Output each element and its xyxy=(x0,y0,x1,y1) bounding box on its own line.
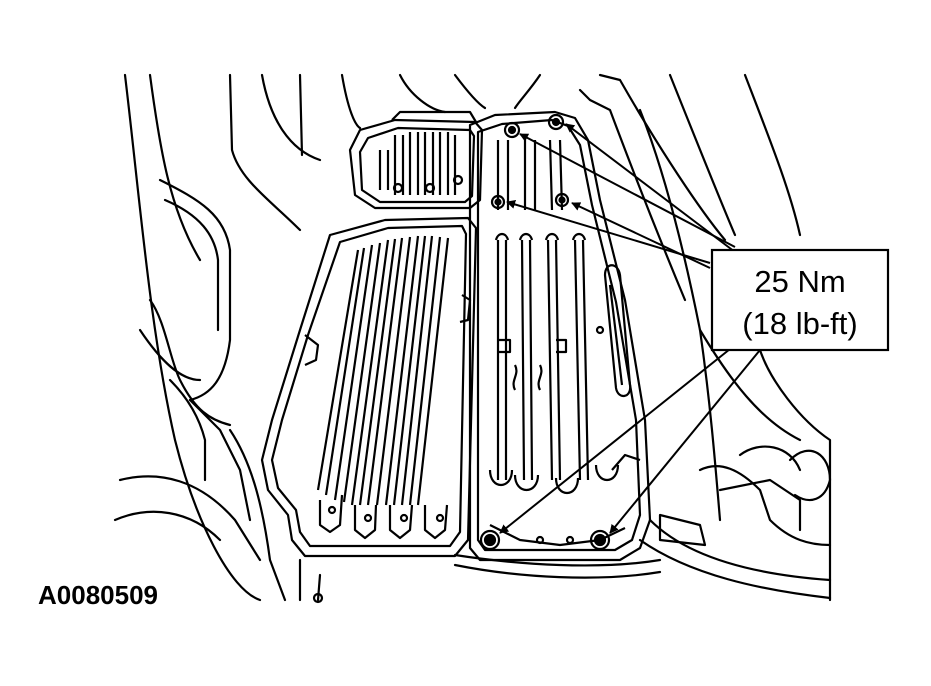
torque-value-lbft: (18 lb-ft) xyxy=(742,306,857,341)
leader-arrow-4 xyxy=(571,202,711,269)
bolt-bottom-left xyxy=(479,529,501,551)
bolt-bottom-right xyxy=(589,529,611,551)
leader-arrow-5 xyxy=(499,344,736,534)
upper-left-plate xyxy=(348,110,484,210)
bolt-mid-right xyxy=(554,192,570,208)
bolt-top-right xyxy=(547,113,565,131)
lower-left-plate xyxy=(260,216,478,558)
callout-box xyxy=(710,248,890,352)
torque-value-nm: 25 Nm xyxy=(754,264,845,299)
torque-callout: 25 Nm (18 lb-ft) xyxy=(710,248,890,352)
leader-arrow-1 xyxy=(519,133,736,248)
vehicle-body-right xyxy=(398,73,832,602)
vehicle-body-left xyxy=(113,73,362,604)
leader-arrow-2 xyxy=(565,123,736,253)
leader-arrow-6 xyxy=(609,349,761,534)
bolt-top-left xyxy=(503,121,521,139)
right-plate xyxy=(468,110,652,562)
callout-leaders xyxy=(499,123,761,534)
figure-id: A0080509 xyxy=(38,580,158,610)
bolt-mid-left xyxy=(490,194,506,210)
